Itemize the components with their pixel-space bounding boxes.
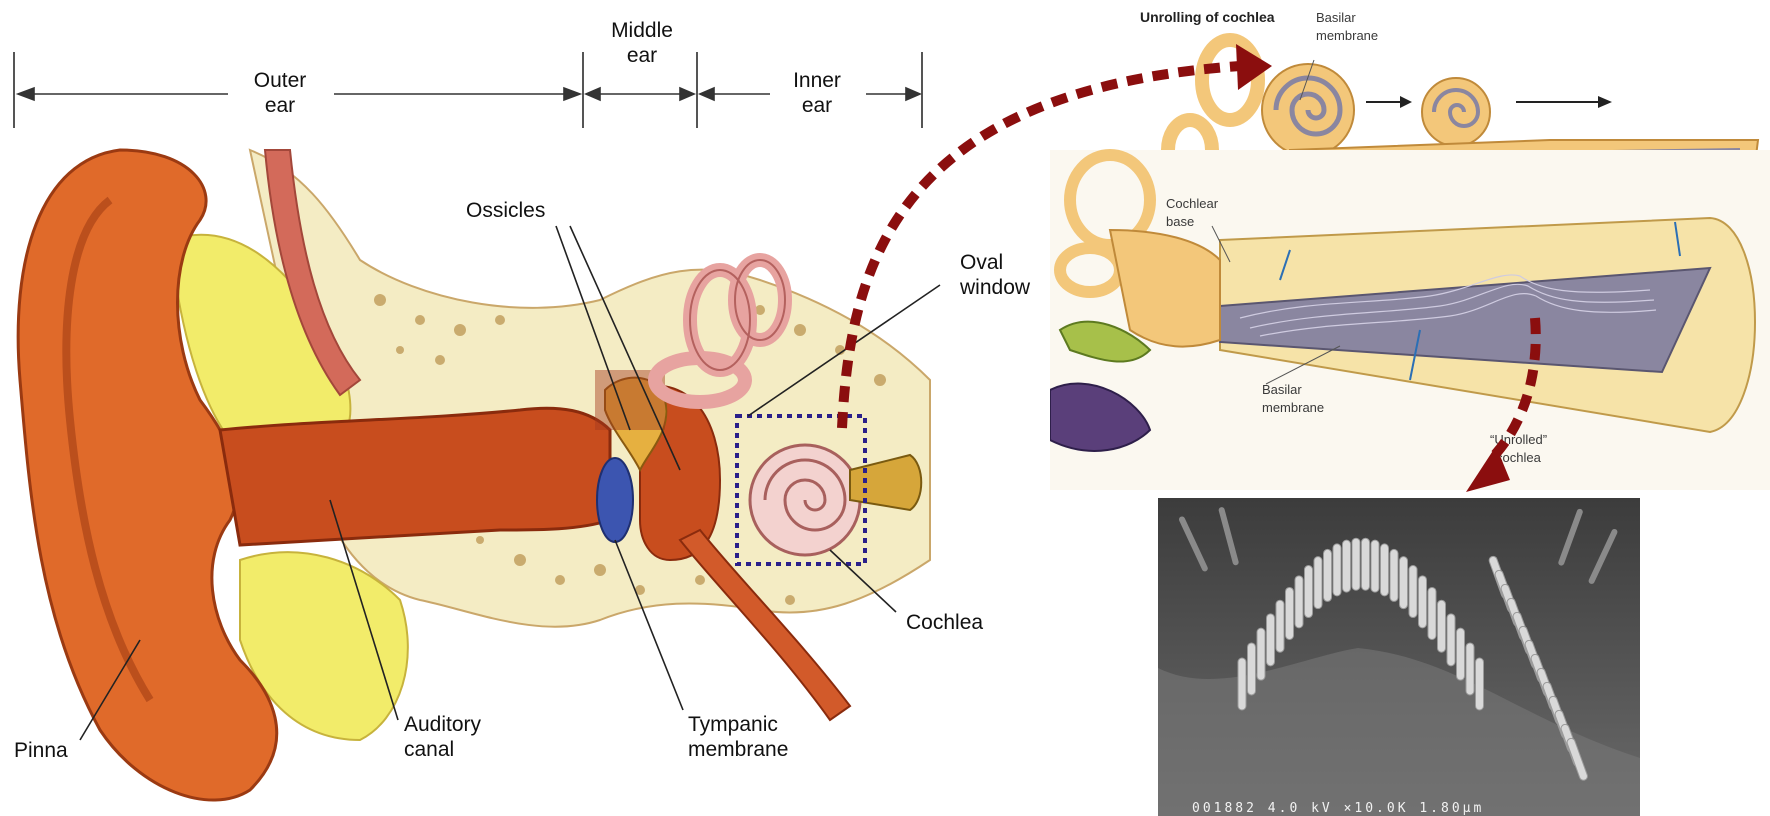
inner-ear-label: Inner ear	[767, 68, 867, 118]
basilar-membrane-label-line2: membrane	[1262, 400, 1324, 415]
ear-anatomy-illustration	[0, 0, 1050, 816]
middle-ear-label: Middle ear	[592, 18, 692, 68]
stereocilium	[1476, 658, 1484, 710]
basilar-membrane-label-line1: Basilar	[1262, 382, 1302, 397]
tympanic-membrane-shape	[597, 458, 633, 542]
stereocilium	[1381, 544, 1389, 596]
stereocilium	[1428, 587, 1436, 639]
auditory-canal-shape	[220, 408, 610, 545]
stereocilium	[1390, 549, 1398, 601]
unrolling-title: Unrolling of cochlea	[1140, 9, 1275, 25]
outer-ear-label-line2: ear	[230, 93, 330, 118]
stereocilium	[1238, 658, 1246, 710]
middle-ear-label-line2: ear	[592, 43, 692, 68]
cochlea-label: Cochlea	[906, 610, 983, 635]
stereocilium	[1305, 566, 1313, 618]
unrolled-cochlea-view: Cochlear base Basilar membrane “Unrolled…	[1050, 150, 1770, 490]
stereocilium	[1248, 643, 1256, 695]
auditory-canal-label: Auditory canal	[404, 712, 481, 762]
stereocilium	[1295, 576, 1303, 628]
hair-cell-micrograph: 001882 4.0 kV ×10.0K 1.80µm	[1158, 498, 1640, 816]
cochlea-shape	[750, 445, 860, 555]
stereocilium	[1352, 538, 1360, 590]
cochlear-base-label-line1: Cochlear	[1166, 196, 1219, 211]
oval-window-label-line1: Oval	[960, 250, 1030, 275]
stereocilium	[1257, 628, 1265, 680]
unrolled-cochlea-label-line1: “Unrolled”	[1490, 432, 1547, 447]
stereocilium	[1371, 540, 1379, 592]
auditory-canal-label-line1: Auditory	[404, 712, 481, 737]
stereocilium	[1438, 600, 1446, 652]
tympanic-membrane-label: Tympanic membrane	[688, 712, 788, 762]
oval-window-label: Oval window	[960, 250, 1030, 300]
middle-ear-span-arrow	[586, 88, 694, 100]
stereocilium	[1267, 614, 1275, 666]
stereocilium	[1314, 557, 1322, 609]
oval-window-label-line2: window	[960, 275, 1030, 300]
inner-ear-label-line2: ear	[767, 93, 867, 118]
cochlear-base-label-line2: base	[1166, 214, 1194, 229]
stereocilium	[1333, 544, 1341, 596]
basilar-membrane-top-label-line1: Basilar	[1316, 10, 1356, 25]
middle-ear-label-line1: Middle	[592, 18, 692, 43]
stereocilium	[1276, 600, 1284, 652]
stereocilium	[1457, 628, 1465, 680]
outer-ear-label-line1: Outer	[230, 68, 330, 93]
micrograph-caption: 001882 4.0 kV ×10.0K 1.80µm	[1192, 801, 1640, 816]
ossicles-label: Ossicles	[466, 198, 545, 223]
stereocilium	[1362, 538, 1370, 590]
outer-ear-label: Outer ear	[230, 68, 330, 118]
stereocilia-texture	[1158, 498, 1640, 816]
inner-ear-label-line1: Inner	[767, 68, 867, 93]
cochlea-unrolling-illustration: Unrolling of cochlea Basilar membrane	[1050, 0, 1770, 500]
auditory-canal-label-line2: canal	[404, 737, 481, 762]
stereocilium	[1324, 549, 1332, 601]
tympanic-membrane-label-line1: Tympanic	[688, 712, 788, 737]
stereocilium	[1286, 587, 1294, 639]
temporal-bone	[250, 150, 930, 627]
stereocilium	[1466, 643, 1474, 695]
tympanic-membrane-label-line2: membrane	[688, 737, 788, 762]
pinna-label: Pinna	[14, 738, 68, 763]
stereocilium	[1447, 614, 1455, 666]
stereocilium	[1400, 557, 1408, 609]
stereocilium	[1343, 540, 1351, 592]
unrolled-cochlea-label-line2: cochlea	[1496, 450, 1542, 465]
stereocilium	[1419, 576, 1427, 628]
stereocilium	[1409, 566, 1417, 618]
basilar-membrane-top-label-line2: membrane	[1316, 28, 1378, 43]
